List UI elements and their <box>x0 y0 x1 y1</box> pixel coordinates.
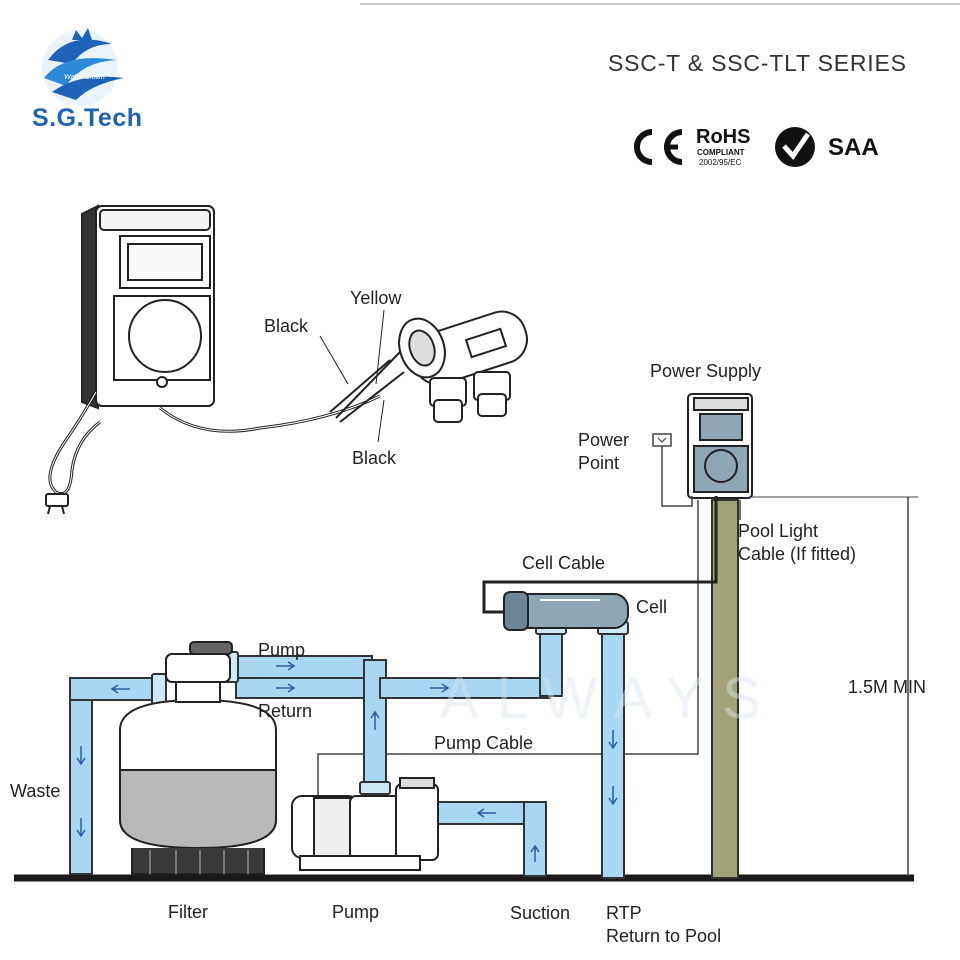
power-supply-label: Power Supply <box>650 361 762 381</box>
controller-unit <box>81 204 215 410</box>
rohs-compliant: COMPLIANT <box>697 148 745 157</box>
return-to-pool-label: Return to Pool <box>606 926 722 946</box>
wire-black-top <box>329 359 391 413</box>
cell-label: Cell <box>636 597 668 617</box>
chlorinator-cell <box>398 310 528 423</box>
cell-cable-label: Cell Cable <box>522 553 606 573</box>
wire-black-bottom <box>339 371 405 423</box>
power-plug <box>45 493 69 507</box>
pump-cable <box>317 500 699 796</box>
suction-label: Suction <box>510 903 571 923</box>
power-point-icon <box>652 433 672 447</box>
pool-pump <box>291 777 439 871</box>
sand-filter <box>119 641 277 875</box>
waste-label: Waste <box>10 781 61 801</box>
power-point-label-1: Power <box>578 430 630 450</box>
rohs-mark: RoHS <box>696 126 751 148</box>
pump-label: Pump <box>332 902 380 922</box>
rohs-code: 2002/95/EC <box>699 158 742 167</box>
pump-return-label-1: Pump <box>258 640 306 660</box>
water-crown-logo <box>42 28 124 106</box>
pump-return-label-2: Return <box>258 701 313 721</box>
cell-unit <box>503 591 629 631</box>
power-supply-unit <box>687 393 753 499</box>
series-title: SSC-T & SSC-TLT SERIES <box>608 50 907 76</box>
filter-label: Filter <box>168 902 208 922</box>
power-point-label-2: Point <box>578 453 620 473</box>
height-label: 1.5M MIN <box>848 677 927 697</box>
ce-mark <box>634 129 683 165</box>
saa-tick-icon <box>775 127 815 167</box>
brand-name: S.G.Tech <box>32 104 143 132</box>
pump-cable-label: Pump Cable <box>434 733 534 753</box>
rtp-label: RTP <box>606 903 642 923</box>
pool-light-label-2: Cable (If fitted) <box>738 544 857 564</box>
cell-cable <box>482 496 718 614</box>
saa-mark: SAA <box>828 134 879 161</box>
power-cord <box>48 391 101 496</box>
wire-black-bottom-label: Black <box>352 448 397 468</box>
wire-yellow <box>335 351 401 419</box>
wire-black-top-label: Black <box>264 316 309 336</box>
watermark: ALWAYS <box>440 666 779 731</box>
pool-light-label-1: Pool Light <box>738 521 819 541</box>
wire-yellow-label: Yellow <box>350 288 402 308</box>
flow-arrows <box>76 661 618 862</box>
logo-text: Water Crown <box>64 74 105 81</box>
